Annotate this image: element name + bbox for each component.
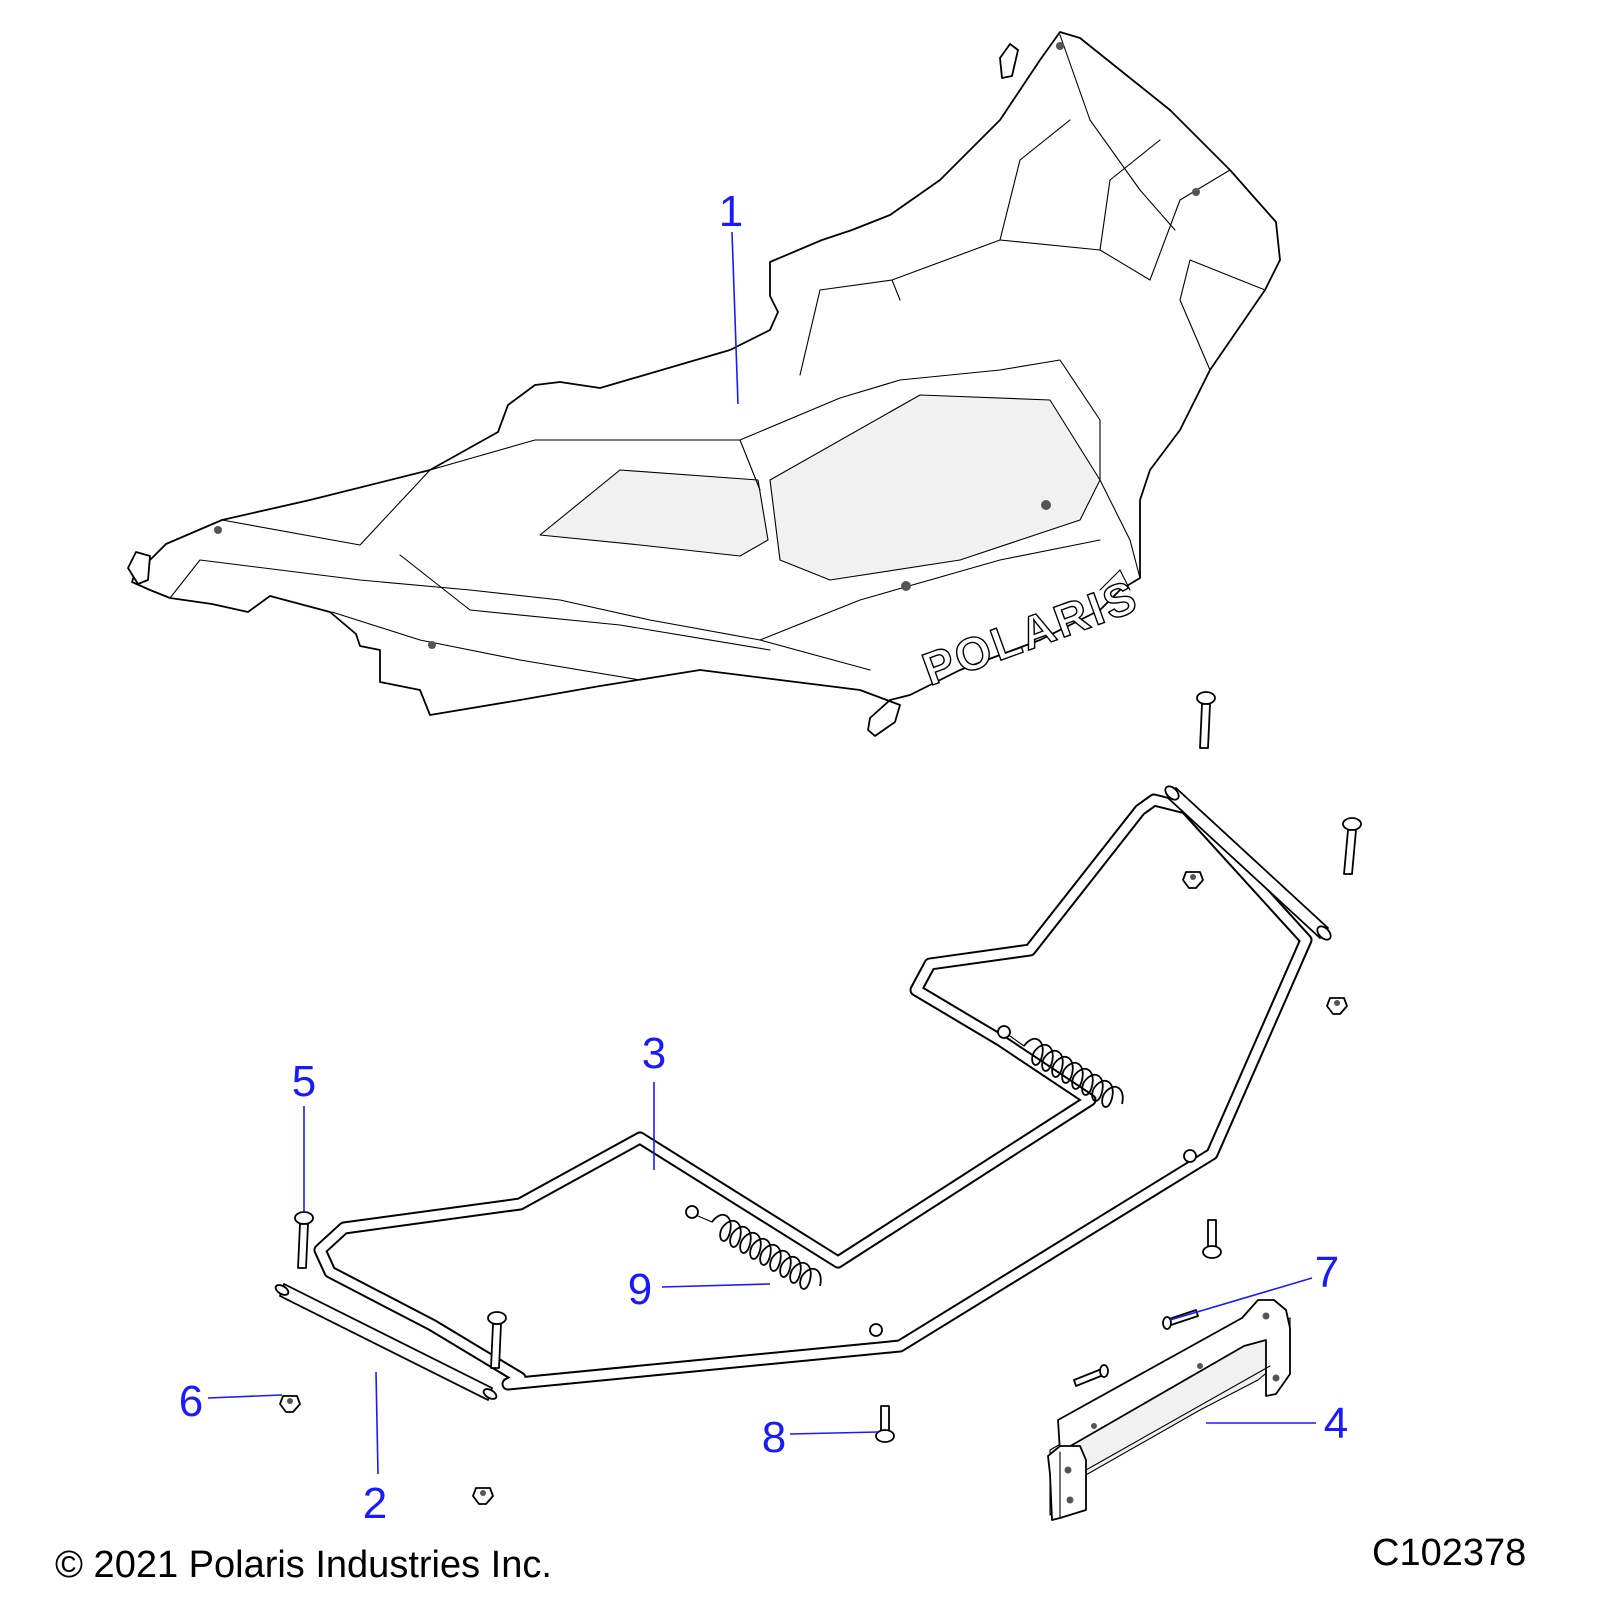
part-1-fender: POLARIS bbox=[127, 31, 1281, 737]
figure-code: C102378 bbox=[1372, 1532, 1527, 1574]
part-5-bolt-far-right bbox=[1342, 817, 1362, 875]
part-2-tube-lower bbox=[274, 1283, 498, 1401]
part-4-bracket bbox=[1047, 1299, 1291, 1521]
part-5-bolt-left bbox=[294, 1211, 314, 1269]
part-6-nut-right bbox=[1326, 997, 1348, 1015]
callout-6: 6 bbox=[179, 1377, 203, 1426]
part-8-bolt bbox=[875, 1405, 895, 1443]
part-5-bolt-center bbox=[487, 1311, 507, 1369]
callout-5: 5 bbox=[292, 1057, 316, 1106]
callout-2: 2 bbox=[363, 1479, 387, 1528]
part-6-nut-bottom bbox=[472, 1487, 494, 1505]
callout-7: 7 bbox=[1315, 1248, 1339, 1297]
part-7-pin-lower bbox=[1073, 1364, 1109, 1387]
copyright-notice: © 2021 Polaris Industries Inc. bbox=[55, 1544, 552, 1586]
callout-9: 9 bbox=[628, 1265, 652, 1314]
part-6-nut-left bbox=[279, 1395, 301, 1413]
callout-3: 3 bbox=[642, 1029, 666, 1078]
part-5-bolt-top-right bbox=[1196, 691, 1216, 749]
part-9-spring-right bbox=[997, 1025, 1197, 1163]
callout-8: 8 bbox=[762, 1413, 786, 1462]
part-6-nut-upper-right bbox=[1182, 871, 1204, 889]
leader-lines bbox=[207, 231, 1316, 1475]
callout-1: 1 bbox=[719, 187, 743, 236]
callout-4: 4 bbox=[1324, 1399, 1348, 1448]
callout-labels: 1 2 3 4 5 6 7 8 9 bbox=[179, 187, 1348, 1528]
part-9-spring-left bbox=[685, 1205, 883, 1337]
part-2-tube-upper bbox=[1164, 785, 1332, 941]
part-5-bolt-right-short bbox=[1202, 1219, 1222, 1259]
part-3-rack-frame bbox=[313, 793, 1313, 1391]
